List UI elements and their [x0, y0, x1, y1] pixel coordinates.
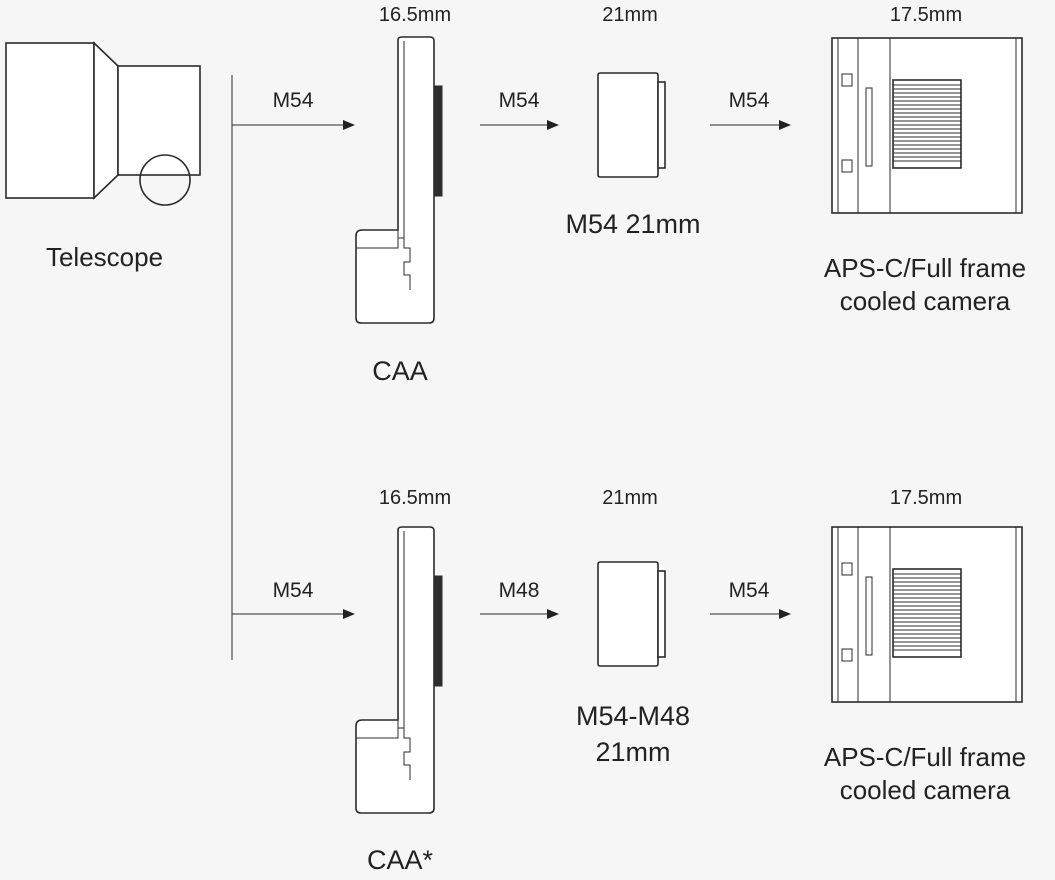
caa-thread-ring — [433, 85, 443, 197]
telescope-label: Telescope — [45, 242, 164, 272]
camera-drawing — [831, 37, 1023, 214]
caa-thread-ring — [433, 575, 443, 687]
adapter-m54-drawing — [597, 72, 666, 178]
connector-label-adapter-to-camera: M54 — [728, 89, 770, 112]
caa-star-label: CAA* — [366, 845, 434, 875]
connector-label-caa-to-adapter: M54 — [498, 89, 540, 112]
camera-label-line1: APS-C/Full frame — [823, 742, 1027, 772]
caa-star-drawing — [355, 526, 443, 814]
adapter-m54-m48-drawing — [597, 561, 666, 667]
caa-spacing-label: 16.5mm — [378, 487, 452, 509]
connector-label-adapter-to-camera: M54 — [728, 579, 770, 602]
camera-label-line1: APS-C/Full frame — [823, 253, 1027, 283]
connector-label-telescope-to-caa: M54 — [272, 89, 314, 112]
caa-label: CAA — [372, 356, 428, 386]
connector-label-telescope-to-caa: M54 — [272, 579, 314, 602]
adapter-spacing-label: 21mm — [602, 487, 658, 509]
connector-label-caa-to-adapter: M48 — [498, 579, 540, 602]
caa-drawing — [355, 36, 443, 324]
adapter-label-line2: 21mm — [595, 737, 671, 767]
camera-label-line2: cooled camera — [839, 775, 1011, 805]
adapter-label-line1: M54-M48 — [575, 701, 691, 731]
camera-label-line2: cooled camera — [839, 286, 1011, 316]
adapter-label: M54 21mm — [565, 209, 701, 239]
camera-spacing-label: 17.5mm — [889, 4, 963, 26]
telescope-focuser-circle — [139, 154, 191, 206]
caa-spacing-label: 16.5mm — [378, 4, 452, 26]
camera-drawing — [831, 526, 1023, 703]
camera-spacing-label: 17.5mm — [889, 487, 963, 509]
adapter-spacing-label: 21mm — [602, 4, 658, 26]
telescope-drawing — [5, 41, 201, 206]
